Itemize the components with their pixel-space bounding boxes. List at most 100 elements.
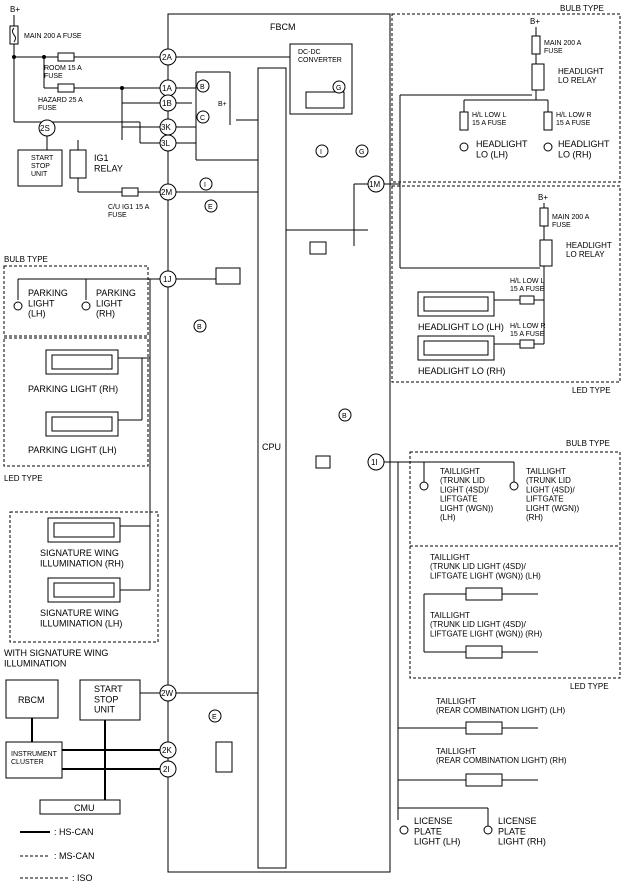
led-type-left-label: LED TYPE (4, 474, 43, 483)
instrument-cluster (5, 741, 63, 779)
start-stop-unit-top (17, 149, 63, 187)
pin-1b: 1B (159, 94, 177, 112)
cmu-box (39, 799, 121, 815)
led-type-headlight-group (391, 185, 621, 383)
pin-3k: 3K (159, 118, 177, 136)
svg-text:3K: 3K (161, 123, 171, 132)
legend-hs-can: : HS-CAN (20, 827, 94, 837)
svg-text:C: C (200, 115, 205, 122)
main-fuse-label: MAIN 200 A FUSE (24, 33, 82, 40)
fbcm-title: FBCM (270, 22, 296, 32)
headlight-lo-lh-bulb (459, 142, 469, 152)
pin-2w: 2W (159, 684, 177, 702)
svg-text:1J: 1J (163, 275, 171, 284)
ig1-relay (69, 149, 87, 179)
cu-ig1-fuse (121, 187, 139, 197)
rbcm-label: RBCM (18, 695, 45, 705)
cmu-label: CMU (74, 803, 95, 813)
bulb-type-right-label: BULB TYPE (566, 439, 610, 448)
rear-comb-rh-led (465, 773, 503, 787)
svg-text:E: E (212, 714, 217, 721)
rear-comb-lh-led (465, 721, 503, 735)
marker-e-bottom: E (208, 709, 222, 723)
headlight-lo-relay-led (539, 239, 553, 267)
svg-text:: MS-CAN: : MS-CAN (54, 851, 95, 861)
pin-2i: 2I (159, 760, 177, 778)
svg-text:1M: 1M (369, 180, 380, 189)
headlight-lo-rh-bulb (543, 142, 553, 152)
svg-text:G: G (359, 149, 364, 156)
marker-b-tail: B (338, 408, 352, 422)
led-type-right-label: LED TYPE (572, 386, 611, 395)
bulb-type-top-label: BULB TYPE (560, 4, 604, 13)
marker-b-top: B (196, 79, 210, 93)
b-plus-right-top: B+ (530, 17, 540, 26)
hl-low-l-fuse (459, 111, 469, 131)
rear-comb-lh-label: TAILLIGHT(REAR COMBINATION LIGHT) (LH) (436, 697, 566, 715)
pin-2s: 2S (38, 119, 56, 137)
svg-text:E: E (208, 204, 213, 211)
svg-text:2W: 2W (161, 689, 173, 698)
svg-text:1A: 1A (162, 84, 172, 93)
svg-text:2M: 2M (161, 188, 172, 197)
signature-wing-group (9, 511, 159, 643)
pin-2m: 2M (159, 183, 177, 201)
svg-text:: ISO: : ISO (72, 873, 93, 883)
headlight-lo-rh-led-label: HEADLIGHT LO (RH) (418, 366, 505, 376)
pin-1i: 1I (367, 453, 385, 471)
pin-1j: 1J (159, 270, 177, 288)
hl-low-r-fuse (543, 111, 553, 131)
parking-rh-bulb (81, 301, 91, 311)
tail-rh-led (465, 645, 503, 659)
tail-lh-led (465, 587, 503, 601)
b-plus-inner: B+ (218, 101, 227, 108)
svg-text:3L: 3L (161, 139, 170, 148)
cpu-block (257, 67, 287, 869)
led-type-parking-group (3, 337, 149, 467)
legend-ms-can: : MS-CAN (20, 851, 95, 861)
legend-iso: : ISO (20, 873, 93, 883)
pin-3l: 3L (159, 134, 177, 152)
cpu-label: CPU (262, 442, 281, 452)
rear-comb-rh-label: TAILLIGHT(REAR COMBINATION LIGHT) (RH) (436, 747, 567, 765)
marker-b-1j: B (193, 319, 207, 333)
bulb-type-left-label: BULB TYPE (4, 255, 48, 264)
svg-text:B: B (342, 413, 347, 420)
tail-rh-bulb (509, 481, 519, 491)
svg-text:1I: 1I (371, 458, 378, 467)
led-type-tail-label: LED TYPE (570, 682, 609, 691)
svg-text:G: G (336, 85, 341, 92)
license-rh-bulb (483, 825, 493, 835)
license-lh-bulb (399, 825, 409, 835)
pin-1m: 1M (367, 175, 385, 193)
tail-lh-bulb (419, 481, 429, 491)
tail-rh-led-label: TAILLIGHT(TRUNK LID LIGHT (4SD)/LIFTGATE… (430, 611, 542, 638)
parking-lh-bulb (13, 301, 23, 311)
svg-text:2S: 2S (40, 124, 50, 133)
svg-text:B: B (197, 324, 202, 331)
hazard-fuse (57, 83, 75, 93)
bulb-type-parking-group (3, 265, 149, 337)
marker-i-right: I (315, 144, 329, 158)
headlight-lo-relay (531, 63, 545, 91)
